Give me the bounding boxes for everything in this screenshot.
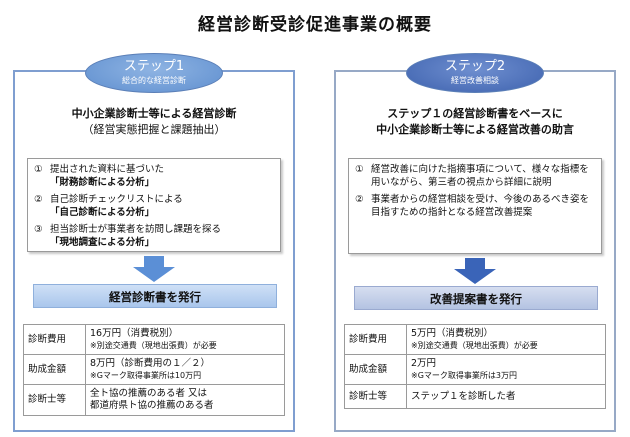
step1-subtitle: 総合的な経営診断 [122, 76, 186, 85]
item-text: 自己診断チェックリストによる [50, 194, 183, 205]
step1-item-list: ① 提出された資料に基づいた「財務診断による分析」 ② 自己診断チェックリストに… [27, 158, 281, 252]
table-note: ※Gマーク取得事業所は3万円 [411, 371, 517, 380]
list-item: ① 提出された資料に基づいた「財務診断による分析」 [34, 163, 274, 189]
step1-name: ステップ1 [123, 59, 185, 74]
item-text: 担当診断士が事業者を訪問し課題を探る [50, 224, 222, 235]
item-bold: 「財務診断による分析」 [50, 177, 155, 188]
table-row: 助成金額 8万円（診断費用の１／２） ※Gマーク取得事業所は10万円 [23, 354, 285, 385]
table-value: 16万円（消費税別） [90, 328, 179, 339]
step2-result: 改善提案書を発行 [354, 286, 598, 310]
item-number: ③ [34, 224, 43, 235]
step2-subtitle: 経営改善相談 [451, 76, 499, 85]
list-item: ① 経営改善に向けた指摘事項について、様々な指標を用いながら、第三者の視点から詳… [355, 163, 595, 189]
table-row: 診断士等 ステップ１を診断した者 [344, 384, 606, 409]
table-value: 5万円（消費税別） [411, 328, 494, 339]
table-label: 助成金額 [23, 354, 86, 385]
item-bold: 「現地調査による分析」 [50, 237, 155, 248]
step1-result: 経営診断書を発行 [33, 284, 277, 308]
table-note: ※別途交通費（現地出張費）が必要 [411, 341, 538, 350]
step2-info-table: 診断費用 5万円（消費税別） ※別途交通費（現地出張費）が必要 助成金額 2万円 ※… [344, 324, 606, 409]
table-row: 診断士等 全ト協の推薦のある者 又は都道府県ト協の推薦のある者 [23, 384, 285, 416]
table-row: 助成金額 2万円 ※Gマーク取得事業所は3万円 [344, 354, 606, 385]
step1-badge: ステップ1 総合的な経営診断 [85, 53, 223, 93]
item-text: 事業者からの経営相談を受け、今後のあるべき姿を目指すための指針となる経営改善提案 [371, 194, 590, 218]
step2-badge: ステップ2 経営改善相談 [406, 53, 544, 93]
table-label: 診断士等 [23, 384, 86, 416]
step1-info-table: 診断費用 16万円（消費税別） ※別途交通費（現地出張費）が必要 助成金額 8万円… [23, 324, 285, 416]
step2-panel: ステップ2 経営改善相談 ステップ１の経営診断書をベースに 中小企業診断士等によ… [334, 53, 616, 432]
step2-intro-line1: ステップ１の経営診断書をベースに [387, 107, 563, 120]
table-label: 診断士等 [344, 384, 407, 409]
table-value: 2万円 [411, 358, 437, 369]
table-label: 助成金額 [344, 354, 407, 385]
step1-intro-line2: （経営実態把握と課題抽出） [82, 123, 226, 136]
down-arrow-icon [454, 258, 496, 284]
item-number: ① [34, 164, 43, 175]
step2-item-list: ① 経営改善に向けた指摘事項について、様々な指標を用いながら、第三者の視点から詳… [348, 158, 602, 254]
step1-panel: ステップ1 総合的な経営診断 中小企業診断士等による経営診断 （経営実態把握と課… [13, 53, 295, 432]
table-value: ステップ１を診断した者 [411, 390, 516, 402]
step1-intro-line1: 中小企業診断士等による経営診断 [71, 107, 237, 120]
step2-intro-line2: 中小企業診断士等による経営改善の助言 [376, 123, 574, 136]
step2-name: ステップ2 [444, 59, 506, 74]
table-note: ※別途交通費（現地出張費）が必要 [90, 341, 217, 350]
list-item: ③ 担当診断士が事業者を訪問し課題を探る「現地調査による分析」 [34, 223, 274, 249]
table-note: ※Gマーク取得事業所は10万円 [90, 371, 202, 380]
item-number: ② [355, 194, 364, 205]
item-number: ① [355, 164, 364, 175]
item-text: 提出された資料に基づいた [50, 164, 165, 175]
list-item: ② 事業者からの経営相談を受け、今後のあるべき姿を目指すための指針となる経営改善… [355, 193, 595, 219]
table-note: 都道府県ト協の推薦のある者 [90, 400, 214, 411]
table-row: 診断費用 16万円（消費税別） ※別途交通費（現地出張費）が必要 [23, 324, 285, 355]
step2-intro: ステップ１の経営診断書をベースに 中小企業診断士等による経営改善の助言 [336, 106, 614, 138]
table-value: 8万円（診断費用の１／２） [90, 358, 211, 369]
item-number: ② [34, 194, 43, 205]
table-value: 全ト協の推薦のある者 又は [90, 388, 208, 399]
step1-intro: 中小企業診断士等による経営診断 （経営実態把握と課題抽出） [15, 106, 293, 138]
item-text: 経営改善に向けた指摘事項について、様々な指標を用いながら、第三者の視点から詳細に… [371, 164, 589, 188]
table-label: 診断費用 [344, 324, 407, 355]
list-item: ② 自己診断チェックリストによる「自己診断による分析」 [34, 193, 274, 219]
page-title: 経営診断受診促進事業の概要 [198, 15, 432, 35]
down-arrow-icon [133, 256, 175, 282]
table-label: 診断費用 [23, 324, 86, 355]
item-bold: 「自己診断による分析」 [50, 207, 155, 218]
table-row: 診断費用 5万円（消費税別） ※別途交通費（現地出張費）が必要 [344, 324, 606, 355]
